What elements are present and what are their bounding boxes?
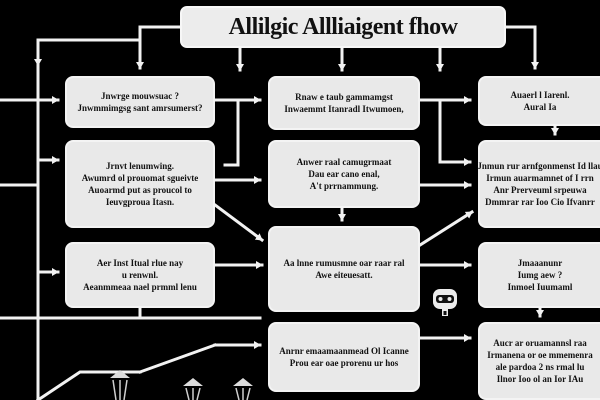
node-text-line: Ieuvgproua Itasn. bbox=[105, 197, 175, 208]
node-text-line: Auaerl l Iarenl. bbox=[510, 89, 570, 100]
lamp-icon bbox=[110, 370, 130, 378]
lamp-icon bbox=[233, 378, 253, 386]
node-text-line: Aer Inst Itual rlue nay bbox=[96, 257, 184, 268]
flow-node: Jnwrge mouwsuac ? Jnwmmimgsg sant amrsume… bbox=[65, 76, 215, 128]
node-text-line: Aa lnne rumusmne oar raar ral bbox=[283, 257, 405, 268]
node-text-line: Prou ear oae prorenu ur hos bbox=[289, 358, 399, 368]
bottom-lamp-icons bbox=[110, 370, 253, 400]
title-box: Allilgic Allliaigent fhow bbox=[180, 6, 506, 48]
connector-bottom-diag-2 bbox=[138, 343, 217, 374]
node-text-line: u renwnl. bbox=[121, 269, 159, 280]
node-text-line: A't prrnammung. bbox=[309, 181, 379, 192]
node-text-line: Aural Ia bbox=[523, 102, 557, 112]
node-text-line: Anwer raal camugrmaat bbox=[296, 156, 392, 167]
node-text-line: Irmun auarmamnet of I rrn bbox=[486, 172, 594, 183]
node-text-line: Aucr ar oruamannsl raa bbox=[493, 337, 587, 348]
node-text-line: Aeanmmeaa nael prmml lenu bbox=[83, 282, 197, 293]
node-text-line: Jrnvt lenumwing. bbox=[105, 160, 174, 171]
connector-title-right bbox=[504, 25, 539, 70]
robot-icon bbox=[433, 289, 457, 316]
node-text-line: Anrnr emaamaanmead Ol Icanne bbox=[279, 345, 409, 356]
connector-n1-n5 bbox=[223, 98, 240, 167]
lamp-icon bbox=[183, 378, 203, 386]
node-text-line: Rnaw e taub gammamgst bbox=[295, 91, 393, 102]
node-text-line: Jmaaanunr bbox=[517, 257, 563, 268]
node-text-line: Anr Prerveuml srpeuwa bbox=[493, 185, 587, 195]
node-text-line: Iumg aew ? bbox=[517, 269, 563, 280]
node-text-line: Jnwrge mouwsuac ? bbox=[101, 90, 179, 101]
node-text-line: Ilnor Ioo ol an Ior IAu bbox=[496, 374, 584, 385]
flow-node: Auaerl l Iarenl. Aural Ia bbox=[478, 76, 600, 126]
node-text-line: Jnwmmimgsg sant amrsumerst? bbox=[77, 103, 203, 113]
node-text-line: Inmoel Iuumaml bbox=[507, 282, 573, 293]
connector-n2-n6 bbox=[212, 202, 265, 243]
node-text-line: Awe eiteuesatt. bbox=[315, 270, 373, 280]
connector-n4-n9 bbox=[438, 98, 472, 166]
connector-n6-n10 bbox=[417, 209, 475, 248]
node-text-line: Irmanena or oe mmemenra bbox=[487, 349, 593, 360]
node-text-line: Inwaemmt Itanradl Itwumoen, bbox=[284, 104, 404, 114]
diagram-title: Allilgic Allliaigent fhow bbox=[228, 13, 458, 40]
node-text-line: Dmmrar rar Ioo Cio Ifvanrr bbox=[485, 197, 595, 208]
connector-title-left bbox=[34, 25, 182, 67]
node-text-line: Awumrd ol prouomat sgueivte bbox=[81, 172, 199, 183]
node-text-line: ale pardoa 2 ns rmal lu bbox=[495, 362, 585, 372]
node-text-line: Dau ear cano enal, bbox=[308, 168, 380, 179]
node-text-line: Jnmun rur arnfgonmenst Id llau bbox=[477, 160, 600, 171]
flow-node: Jrnvt lenumwing.Awumrd ol prouomat sguei… bbox=[65, 140, 215, 228]
node-text-line: Auoarmd put as proucol to bbox=[88, 185, 192, 195]
